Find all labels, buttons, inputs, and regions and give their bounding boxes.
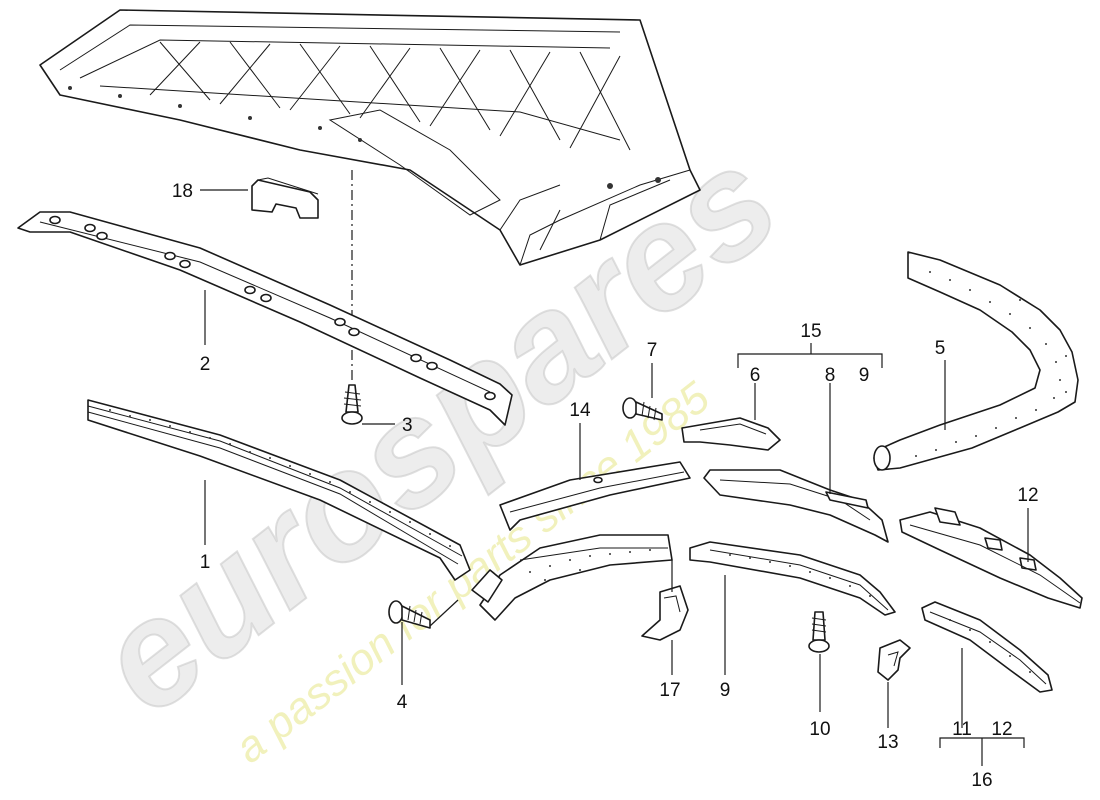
part-18-bracket (251, 177, 319, 219)
callout-9-bottom: 9 (720, 680, 731, 701)
part-8-trim (703, 469, 889, 543)
callout-2: 2 (200, 354, 211, 375)
callout-8: 8 (825, 365, 836, 386)
part-12-seal (899, 507, 1083, 609)
callout-13: 13 (877, 732, 898, 753)
part-13-clip (877, 639, 911, 681)
part-9-seal (689, 541, 896, 616)
callout-1: 1 (200, 552, 211, 573)
callout-10: 10 (809, 719, 830, 740)
callout-15: 15 (800, 321, 821, 342)
callout-12-upper: 12 (1017, 485, 1038, 506)
callout-7: 7 (647, 340, 658, 361)
callout-17: 17 (659, 680, 680, 701)
part-1-seal-strip (87, 399, 471, 581)
callout-16: 16 (971, 770, 992, 791)
part-10-screw (808, 611, 830, 653)
callout-12-lower: 12 (991, 719, 1012, 740)
callout-18: 18 (172, 181, 193, 202)
callout-6: 6 (750, 365, 761, 386)
part-2-trim-rail (17, 211, 513, 426)
callout-11: 11 (952, 719, 972, 740)
part-4-screw (388, 600, 431, 629)
callout-3: 3 (402, 415, 413, 436)
part-17-clip (641, 585, 689, 641)
callout-4: 4 (397, 692, 408, 713)
callout-9-top: 9 (859, 365, 870, 386)
part-3-screw (341, 384, 363, 425)
roof-frame (39, 9, 701, 266)
part-14-channel (499, 461, 691, 531)
callout-5: 5 (935, 338, 946, 359)
leader-lines (200, 189, 1029, 766)
callouts: 18 2 3 1 4 7 15 6 8 9 5 14 12 17 9 10 13… (172, 181, 1039, 791)
part-11-seal (921, 601, 1053, 693)
part-6-clip (681, 417, 781, 451)
part-5-curved-seal (873, 251, 1079, 471)
callout-14: 14 (569, 400, 591, 421)
part-7-screw (622, 397, 663, 421)
